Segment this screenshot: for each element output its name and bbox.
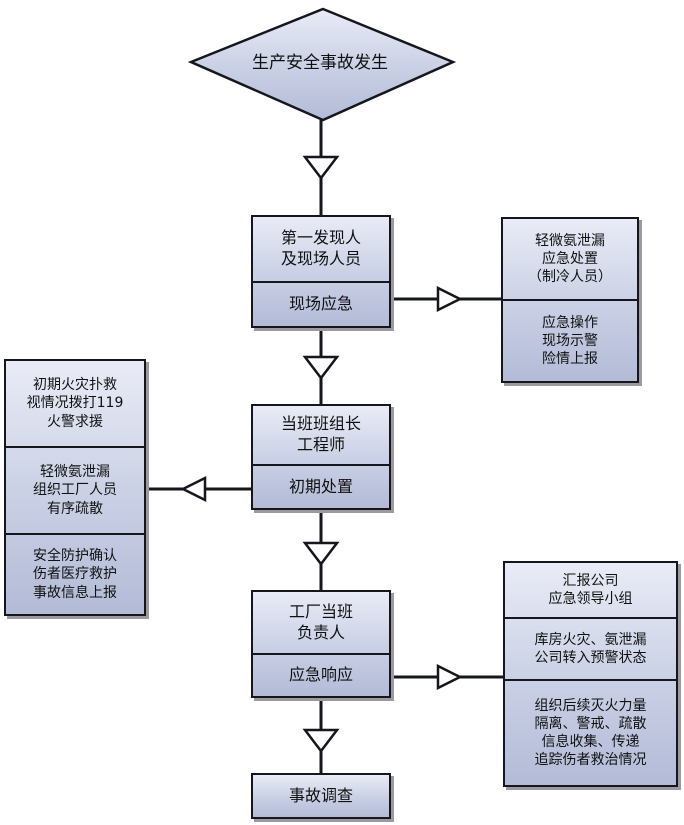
step3-title: 工厂当班 负责人 (288, 601, 353, 642)
step3-action: 应急响应 (253, 653, 389, 696)
side1-header: 轻微氨泄漏 应急处置 （制冷人员） (528, 232, 612, 286)
side3-box: 汇报公司 应急领导小组 库房火灾、氨泄漏 公司转入预警状态 组织后续灭火力量 隔… (503, 561, 678, 787)
side3-item2: 组织后续灭火力量 隔离、警戒、疏散 信息收集、传递 追踪伤者救治情况 (505, 679, 676, 785)
step3-box: 工厂当班 负责人 应急响应 (251, 590, 391, 698)
down-arrow-2 (302, 355, 340, 381)
step2-title: 当班班组长 工程师 (280, 414, 361, 454)
step1-box: 第一发现人 及现场人员 现场应急 (251, 215, 391, 328)
left-arrow-2 (180, 475, 207, 503)
step1-action: 现场应急 (253, 281, 389, 326)
step2-box: 当班班组长 工程师 初期处置 (251, 404, 391, 510)
side2-item2: 轻微氨泄漏 组织工厂人员 有序疏散 (6, 446, 144, 533)
start-label: 生产安全事故发生 (252, 52, 388, 73)
step1-title: 第一发现人 及现场人员 (280, 228, 361, 268)
down-arrow-4 (302, 728, 340, 754)
down-arrow-3 (302, 541, 340, 567)
side3-header: 汇报公司 应急领导小组 (548, 572, 633, 607)
side2-item1: 初期火灾扑救 视情况拨打119 火警求援 (26, 377, 124, 430)
step4-box: 事故调查 (251, 773, 391, 819)
side2-box: 初期火灾扑救 视情况拨打119 火警求援 轻微氨泄漏 组织工厂人员 有序疏散 安… (4, 359, 146, 616)
right-arrow-1 (436, 285, 463, 313)
step2-action: 初期处置 (253, 464, 389, 508)
right-arrow-3 (436, 663, 463, 691)
step4-title: 事故调查 (288, 785, 353, 805)
side1-body: 应急操作 现场示警 险情上报 (503, 299, 637, 381)
start-diamond (187, 7, 457, 122)
side2-item3: 安全防护确认 伤者医疗救护 事故信息上报 (6, 533, 144, 614)
down-arrow-1 (302, 155, 340, 181)
side3-item1: 库房火灾、氨泄漏 公司转入预警状态 (505, 617, 676, 679)
side1-box: 轻微氨泄漏 应急处置 （制冷人员） 应急操作 现场示警 险情上报 (501, 217, 639, 383)
